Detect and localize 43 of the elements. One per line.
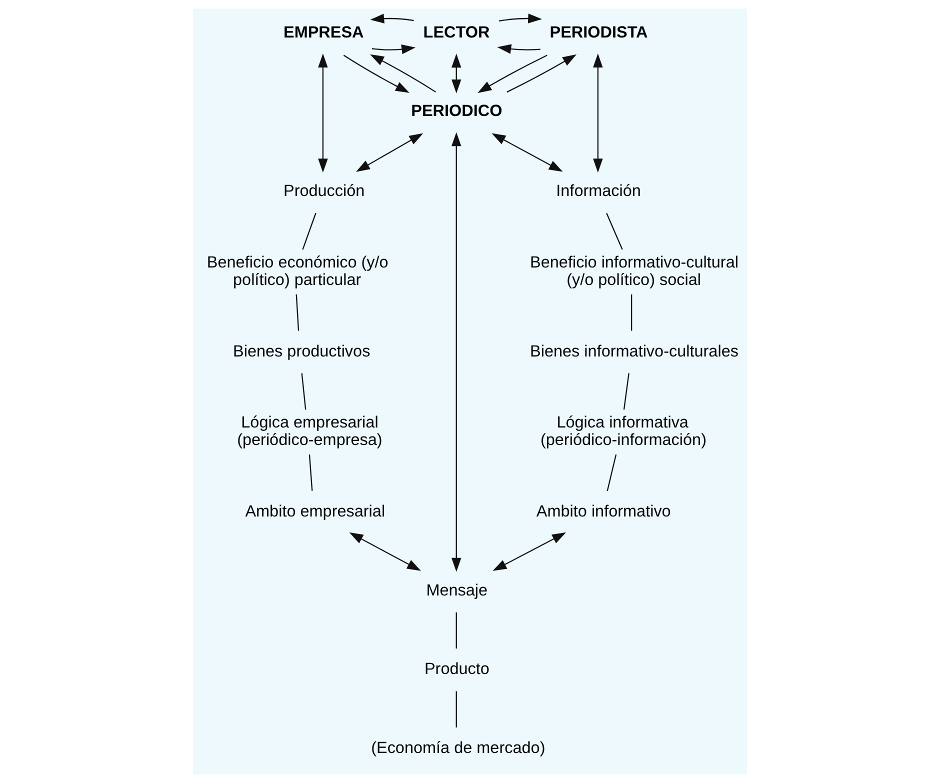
node-text: Lógica informativa (periódico-información) xyxy=(540,414,706,450)
connector xyxy=(301,373,306,410)
arrow xyxy=(318,54,328,173)
node-text: LECTOR xyxy=(423,23,490,42)
connector xyxy=(456,612,457,649)
arrow xyxy=(349,532,421,571)
node-text: Producto xyxy=(424,660,490,678)
arrow xyxy=(498,14,542,24)
node-text: Ambito informativo xyxy=(536,502,671,520)
arrow xyxy=(370,54,436,93)
node-text: EMPRESA xyxy=(283,23,364,42)
arrow xyxy=(593,54,603,173)
node-text: PERIODICO xyxy=(411,102,502,120)
node-text: Beneficio informativo-cultural (y/o político) social xyxy=(530,254,738,289)
node-text: Información xyxy=(556,182,641,200)
node-text: Bienes productivos xyxy=(233,342,370,360)
arrow xyxy=(451,132,462,572)
connector xyxy=(302,212,316,250)
node-text: PERIODISTA xyxy=(550,23,648,42)
connector xyxy=(296,294,300,331)
connector xyxy=(606,454,617,491)
node-text: (Economía de mercado) xyxy=(371,739,546,758)
arrow xyxy=(372,44,416,54)
arrow xyxy=(492,133,563,172)
arrow xyxy=(478,54,548,93)
node-text: Ambito empresarial xyxy=(245,502,386,520)
connector xyxy=(606,212,623,250)
connector xyxy=(456,691,457,728)
arrow xyxy=(492,532,566,571)
connector xyxy=(623,373,630,410)
connector xyxy=(308,454,313,491)
node-text: Beneficio económico (y/o político) particular xyxy=(206,254,388,289)
arrow xyxy=(343,54,410,93)
node-text: Mensaje xyxy=(426,581,488,600)
connector xyxy=(630,294,632,331)
arrow xyxy=(506,54,577,93)
arrow xyxy=(370,14,414,24)
arrow xyxy=(451,54,462,94)
node-text: Producción xyxy=(283,182,365,200)
node-text: Lógica empresarial (periódico-empresa) xyxy=(237,414,382,450)
arrow xyxy=(497,44,540,54)
node-text: Bienes informativo-culturales xyxy=(530,342,738,360)
arrow xyxy=(356,133,424,172)
